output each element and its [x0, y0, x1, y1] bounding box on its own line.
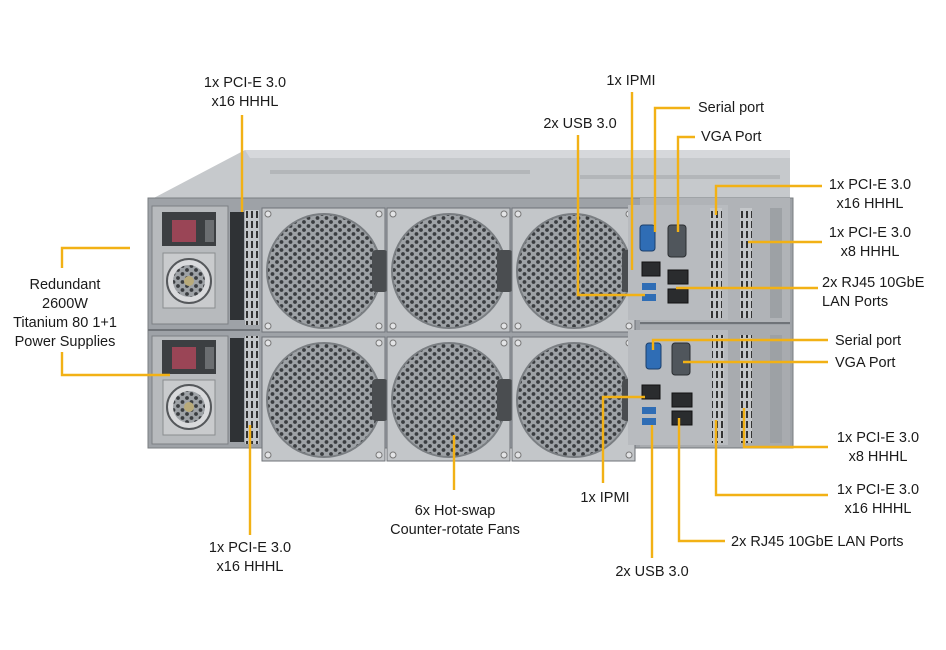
callout-pcie-x16-bottom-right: [714, 420, 828, 497]
label-vga-bottom: VGA Port: [835, 355, 896, 371]
fan-module-4: [261, 336, 388, 462]
callout-serial-bottom: [651, 338, 828, 350]
fan-array: [261, 207, 638, 462]
power-supply-bottom: [151, 335, 244, 445]
label-usb-bottom: 2x USB 3.0: [615, 564, 689, 580]
fan-module-6: [511, 336, 638, 462]
label-serial-bottom: Serial port: [835, 333, 902, 349]
pcie-slot-left-top: [245, 210, 259, 325]
callout-psu: [60, 246, 170, 377]
power-supply-top: [151, 205, 244, 325]
fan-module-3: [511, 207, 638, 333]
callout-pcie-x16-top-right: [714, 184, 822, 215]
label-usb-top: 2x USB 3.0: [543, 116, 617, 132]
callout-vga-top: [676, 135, 695, 232]
callout-ipmi-bottom: [601, 395, 645, 483]
pcie-slot-left-bottom: [245, 336, 259, 444]
label-ipmi-top: 1x IPMI: [606, 73, 656, 89]
fan-module-1: [261, 207, 388, 333]
fan-module-2: [386, 207, 513, 333]
callout-pcie-x8-bottom-right: [742, 408, 828, 449]
callout-rj45-bottom: [677, 418, 725, 543]
callout-usb-top: [576, 135, 645, 297]
callout-serial-top: [653, 106, 690, 232]
callout-lines: [60, 92, 828, 558]
label-rj45-bottom: 2x RJ45 10GbE LAN Ports: [731, 534, 904, 550]
label-ipmi-bottom: 1x IPMI: [580, 490, 630, 506]
chassis-top-cover: [150, 150, 790, 205]
fan-module-5: [386, 336, 513, 462]
label-serial-top: Serial port: [698, 100, 765, 116]
label-vga-top: VGA Port: [701, 129, 762, 145]
